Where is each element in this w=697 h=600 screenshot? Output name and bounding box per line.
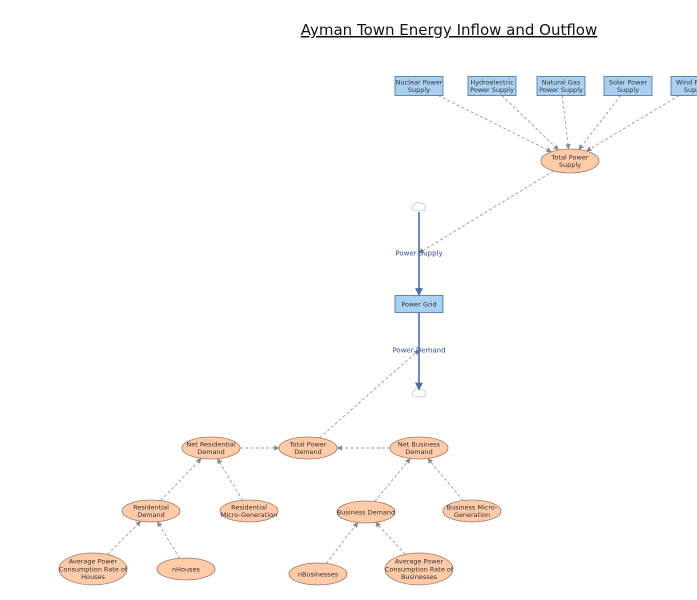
node-shape [603, 76, 653, 96]
node-bus-micro[interactable]: Business Micro-Generation [442, 499, 502, 523]
node-shape [384, 552, 454, 586]
link-res-micro-to-net-res [217, 458, 243, 501]
node-label: Generation [454, 511, 490, 519]
node-label: Consumption Rate of [385, 565, 454, 573]
node-label: nHouses [172, 565, 200, 573]
link-total-demand-to-power-demand [319, 349, 420, 439]
node-shape [219, 499, 279, 523]
node-shape [278, 436, 338, 460]
node-label: Supply [408, 86, 430, 94]
node-label: Houses [81, 573, 105, 581]
node-label: Supply [559, 161, 581, 169]
links-layer [107, 95, 680, 564]
node-shape [389, 436, 449, 460]
node-shape [670, 76, 697, 96]
node-label: Supply [617, 86, 639, 94]
node-shape [540, 148, 600, 174]
link-gas-to-total-supply [561, 95, 571, 150]
sink-cloud-icon [411, 387, 426, 398]
node-shape [536, 76, 586, 96]
node-shape [288, 562, 348, 586]
node-label: Nuclear Power [396, 78, 443, 86]
node-shape [181, 436, 241, 460]
node-label: Net Residential [186, 440, 235, 448]
node-label: Consumption Rate of [59, 565, 128, 573]
node-label: Business Demand [337, 508, 395, 516]
node-label: Total Power [551, 153, 589, 161]
node-label: Micro-Generation [221, 511, 277, 519]
node-nbusinesses[interactable]: nBusinesses [288, 562, 348, 586]
link-hydro-to-total-supply [501, 95, 559, 151]
node-label: Total Power [289, 440, 327, 448]
flow-label-power-supply: Power Supply [395, 250, 442, 258]
link-nhouses-to-res-demand [157, 521, 180, 559]
node-label: nBusinesses [298, 570, 339, 578]
node-nhouses[interactable]: nHouses [156, 557, 216, 581]
link-nuclear-to-total-supply [437, 95, 552, 153]
node-label: Residential [231, 503, 267, 511]
link-solar-to-total-supply [578, 95, 622, 150]
link-res-demand-to-net-res [160, 457, 202, 501]
node-label: Residential [133, 503, 169, 511]
node-label: Business Micro- [447, 503, 498, 511]
node-shape [156, 557, 216, 581]
node-shape [394, 76, 444, 96]
node-label: Average Power [69, 558, 118, 566]
node-bus-demand[interactable]: Business Demand [336, 500, 396, 524]
node-shape [121, 499, 181, 523]
node-shape [394, 295, 444, 313]
node-label: Average Power [395, 558, 444, 566]
node-label: Natural Gas [542, 78, 581, 86]
node-grid[interactable]: Power Grid [394, 295, 444, 313]
node-label: Net Business [398, 440, 441, 448]
node-label: Wind Power [676, 78, 697, 86]
node-label: Demand [294, 448, 322, 456]
flow-label-power-demand: Power Demand [392, 347, 445, 355]
node-shape [336, 500, 396, 524]
node-shape [467, 76, 517, 96]
link-bus-demand-to-net-bus [374, 458, 411, 502]
link-total-supply-to-power-supply [418, 170, 554, 254]
node-label: Solar Power [609, 78, 648, 86]
link-wind-to-total-supply [586, 95, 680, 152]
node-label: Power Grid [401, 300, 436, 308]
link-bus-micro-to-net-bus [427, 458, 464, 501]
source-cloud-icon [411, 201, 426, 212]
node-label: Demand [137, 511, 165, 519]
link-avg-houses-to-res-demand [107, 520, 142, 555]
node-shape [442, 499, 502, 523]
node-label: Hydroelectric [470, 78, 514, 86]
node-label: Businesses [401, 573, 438, 581]
node-shape [58, 552, 128, 586]
node-label: Power Supply [539, 86, 583, 94]
link-avg-bus-to-bus-demand [375, 521, 406, 555]
node-label: Power Supply [470, 86, 514, 94]
link-nbusinesses-to-bus-demand [325, 522, 359, 564]
diagram-title: Ayman Town Energy Inflow and Outflow [301, 21, 597, 39]
node-label: Supply [684, 86, 697, 94]
node-label: Demand [197, 448, 225, 456]
node-label: Demand [405, 448, 433, 456]
